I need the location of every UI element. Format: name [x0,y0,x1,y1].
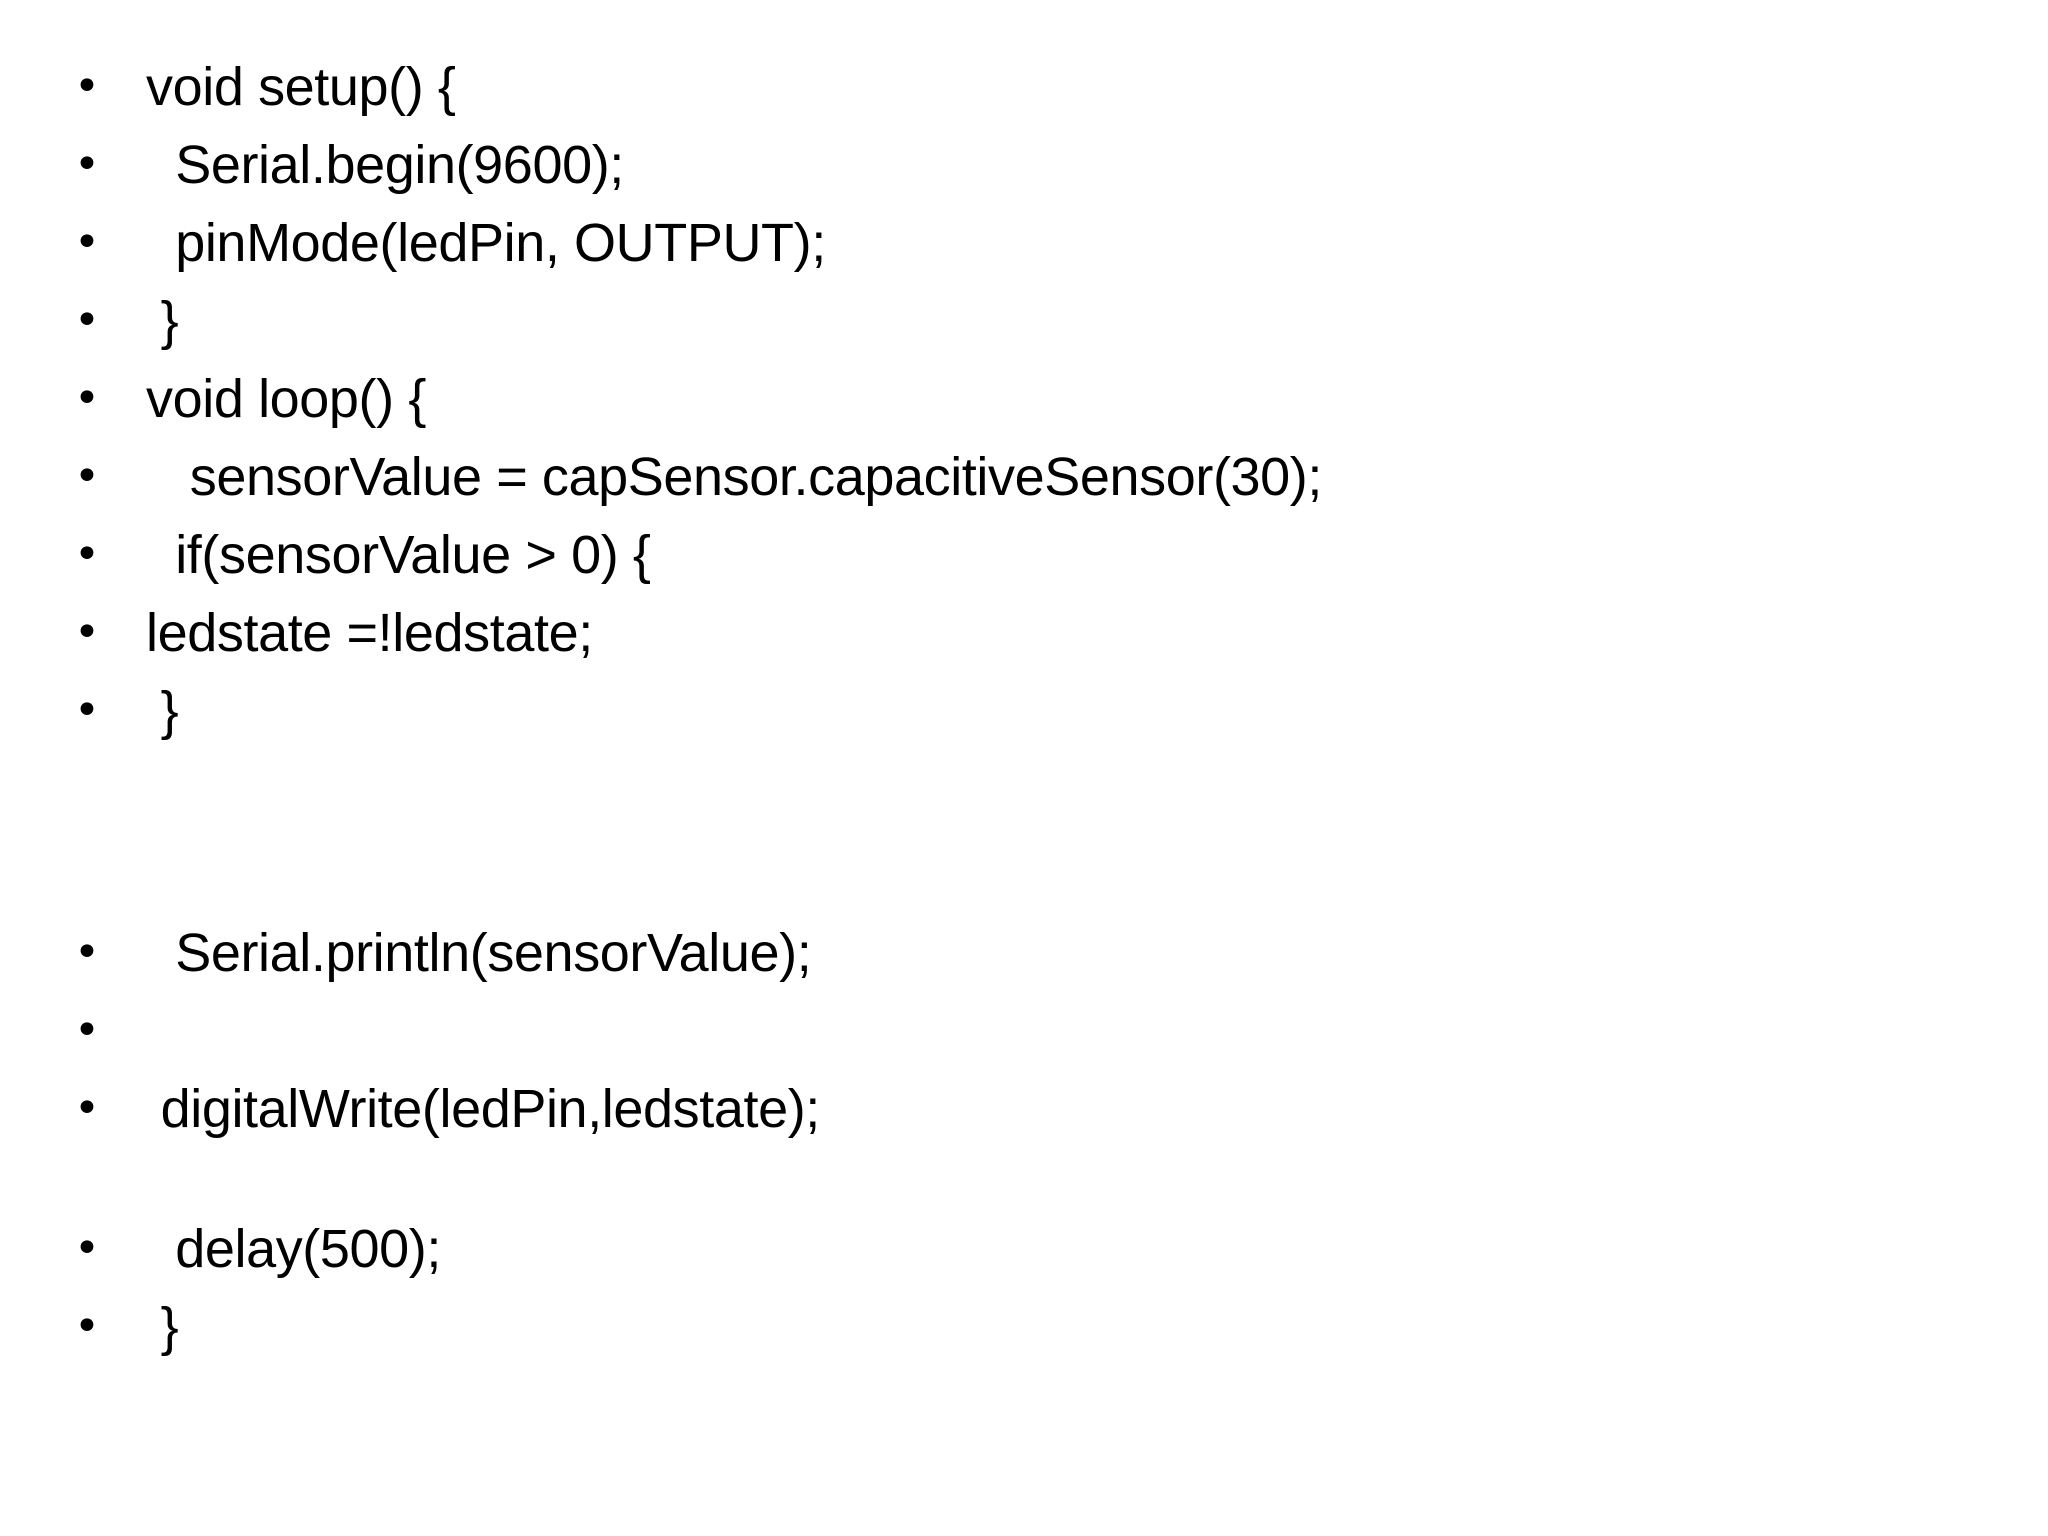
bullet-icon: • [74,685,100,736]
bullet-icon: • [74,529,100,580]
bullet-icon: • [74,139,100,190]
code-line-text: digitalWrite(ledPin,ledstate); [146,1079,821,1139]
list-item[interactable]: • Serial.begin(9600); [0,126,2048,204]
code-line-text: void loop() { [146,369,426,429]
code-line-text: } [146,1297,179,1357]
list-item[interactable]: • void loop() { [0,360,2048,438]
code-bullet-list: • void setup() { • Serial.begin(9600); •… [0,48,2048,1366]
bullet-icon: • [74,295,100,346]
bullet-icon: • [74,1223,100,1274]
list-item[interactable]: • } [0,282,2048,360]
code-line-text: } [146,291,179,351]
block-separator [0,750,2048,914]
block-separator [0,1148,2048,1210]
bullet-icon: • [74,1005,100,1056]
bullet-icon: • [74,1301,100,1352]
code-line-text: } [146,681,179,741]
code-line-text: if(sensorValue > 0) { [146,525,651,585]
bullet-icon: • [74,61,100,112]
bullet-icon: • [74,927,100,978]
bullet-icon: • [74,607,100,658]
code-line-text: ledstate =!ledstate; [146,603,593,663]
code-line-text: void setup() { [146,57,456,117]
list-item[interactable]: • digitalWrite(ledPin,ledstate); [0,1070,2048,1148]
code-line-text: sensorValue = capSensor.capacitiveSensor… [146,447,1323,507]
bullet-icon: • [74,451,100,502]
list-item[interactable]: • } [0,672,2048,750]
list-item[interactable]: • sensorValue = capSensor.capacitiveSens… [0,438,2048,516]
list-item[interactable]: • void setup() { [0,48,2048,126]
bullet-icon: • [74,373,100,424]
list-item[interactable]: • [0,992,2048,1070]
code-line-text: Serial.begin(9600); [146,135,624,195]
code-line-text: pinMode(ledPin, OUTPUT); [146,213,826,273]
bullet-icon: • [74,217,100,268]
list-item[interactable]: • pinMode(ledPin, OUTPUT); [0,204,2048,282]
code-line-text: delay(500); [146,1219,441,1279]
code-line-text: Serial.println(sensorValue); [146,923,812,983]
bullet-icon: • [74,1083,100,1134]
list-item[interactable]: • ledstate =!ledstate; [0,594,2048,672]
list-item[interactable]: • Serial.println(sensorValue); [0,914,2048,992]
list-item[interactable]: • if(sensorValue > 0) { [0,516,2048,594]
list-item[interactable]: • delay(500); [0,1210,2048,1288]
list-item[interactable]: • } [0,1288,2048,1366]
